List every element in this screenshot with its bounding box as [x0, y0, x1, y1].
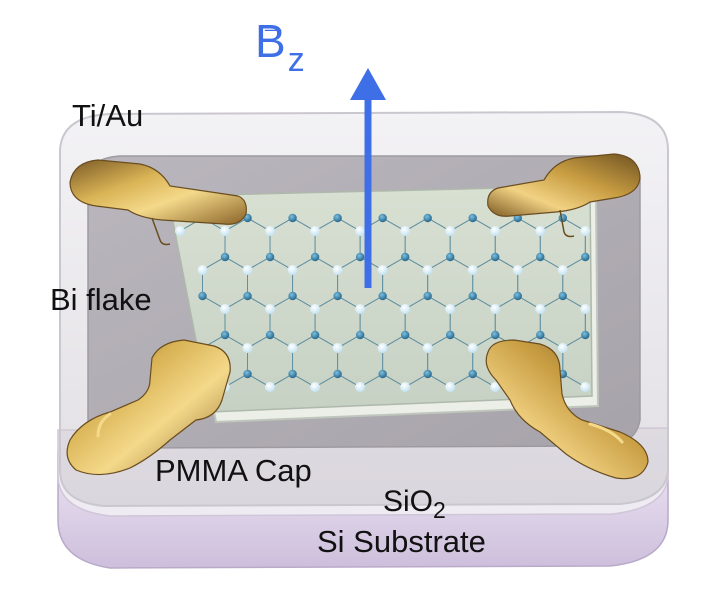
bi-atom-dark — [468, 369, 477, 379]
bi-atom-dark — [243, 291, 252, 301]
bi-atom-light — [557, 343, 568, 353]
ti-au-contact-top-left — [69, 159, 247, 246]
bi-atom-light — [242, 343, 253, 353]
bi-atom-light — [400, 304, 411, 314]
bi-atom-dark — [423, 291, 432, 301]
bi-atom-light — [422, 265, 433, 275]
bi-atom-light — [535, 226, 546, 236]
pmma-cap-label: PMMA Cap — [155, 453, 312, 488]
bi-atom-dark — [378, 213, 387, 223]
bi-atom-dark — [355, 252, 365, 262]
field-subscript: z — [287, 41, 305, 79]
bi-atom-dark — [220, 252, 230, 262]
sio2-base: SiO — [383, 485, 434, 518]
bi-atom-light — [332, 343, 343, 353]
bi-atom-light — [332, 265, 343, 275]
bi-atom-dark — [445, 330, 455, 340]
bi-atom-dark — [288, 213, 297, 223]
sio2-label: SiO2 — [383, 485, 446, 524]
bi-atom-dark — [445, 252, 455, 262]
bi-atom-dark — [288, 369, 297, 379]
si-substrate-label: Si Substrate — [317, 524, 486, 559]
bi-atom-light — [310, 304, 321, 314]
bi-atom-dark — [423, 213, 432, 223]
bi-atom-light — [580, 226, 591, 236]
bi-atom-light — [445, 304, 456, 314]
bi-atom-dark — [400, 252, 410, 262]
ti-au-contact-bottom-right — [485, 339, 649, 480]
bi-atom-light — [490, 304, 501, 314]
bi-atom-dark — [310, 252, 320, 262]
bi-atom-light — [242, 265, 253, 275]
bi-atom-light — [355, 226, 366, 236]
bi-atom-dark — [310, 330, 320, 340]
bi-atom-dark — [581, 330, 590, 340]
bi-atom-light — [467, 265, 478, 275]
bi-atom-light — [287, 343, 298, 353]
ti-au-contact-bottom-left — [66, 339, 231, 476]
bi-atom-light — [355, 382, 366, 392]
bi-atom-dark — [355, 330, 365, 340]
bi-atom-light — [490, 226, 501, 236]
bi-atom-light — [310, 382, 321, 392]
bi-atom-dark — [513, 291, 522, 301]
bi-atom-light — [422, 343, 433, 353]
bi-atom-light — [175, 226, 185, 236]
bi-atom-light — [490, 382, 501, 392]
field-label: → Bz — [255, 10, 305, 80]
vector-arrow-icon: → — [259, 10, 287, 41]
bi-atom-light — [310, 226, 321, 236]
bi-atom-dark — [243, 369, 252, 379]
bi-atom-light — [265, 304, 276, 314]
bi-atom-light — [400, 226, 411, 236]
bi-atom-light — [400, 382, 411, 392]
bi-atom-dark — [265, 252, 275, 262]
bi-atom-dark — [378, 291, 387, 301]
bi-atom-dark — [333, 213, 342, 223]
ti-au-contact-top-right — [487, 153, 641, 238]
bi-atom-light — [467, 343, 478, 353]
bi-atom-dark — [491, 330, 500, 340]
bi-atom-dark — [558, 291, 567, 301]
ti-au-label: Ti/Au — [72, 98, 144, 133]
bi-atom-dark — [288, 291, 297, 301]
bi-atom-light — [557, 265, 568, 275]
bi-atom-light — [445, 382, 456, 392]
bi-atom-dark — [581, 252, 590, 262]
bi-atom-light — [377, 265, 388, 275]
bi-flake-label: Bi flake — [50, 282, 152, 317]
bi-atom-dark — [468, 291, 477, 301]
bi-atom-dark — [220, 330, 230, 340]
bi-atom-dark — [558, 213, 567, 223]
bi-atom-dark — [491, 252, 500, 262]
bi-atom-dark — [536, 330, 545, 340]
bi-atom-light — [512, 265, 523, 275]
bi-atom-light — [220, 304, 231, 314]
bi-atom-dark — [198, 291, 207, 301]
bi-atom-light — [220, 226, 231, 236]
bi-atom-dark — [333, 291, 342, 301]
bi-atom-light — [287, 265, 298, 275]
bi-atom-light — [197, 265, 208, 275]
sio2-subscript: 2 — [433, 497, 446, 523]
bi-atom-light — [265, 382, 276, 392]
field-symbol: B — [255, 15, 286, 67]
up-arrow-icon — [350, 68, 386, 288]
bi-atom-dark — [423, 369, 432, 379]
bi-atom-light — [580, 304, 591, 314]
bi-atom-dark — [378, 369, 387, 379]
bi-atom-light — [580, 382, 591, 392]
bi-atom-light — [535, 304, 546, 314]
bi-atom-light — [445, 226, 456, 236]
bi-atom-light — [377, 343, 388, 353]
bi-atom-dark — [333, 369, 342, 379]
bi-atom-dark — [468, 213, 477, 223]
bi-atom-dark — [536, 252, 545, 262]
bi-atom-light — [355, 304, 366, 314]
bi-atom-dark — [265, 330, 275, 340]
bi-atom-dark — [400, 330, 410, 340]
bi-atom-light — [265, 226, 276, 236]
